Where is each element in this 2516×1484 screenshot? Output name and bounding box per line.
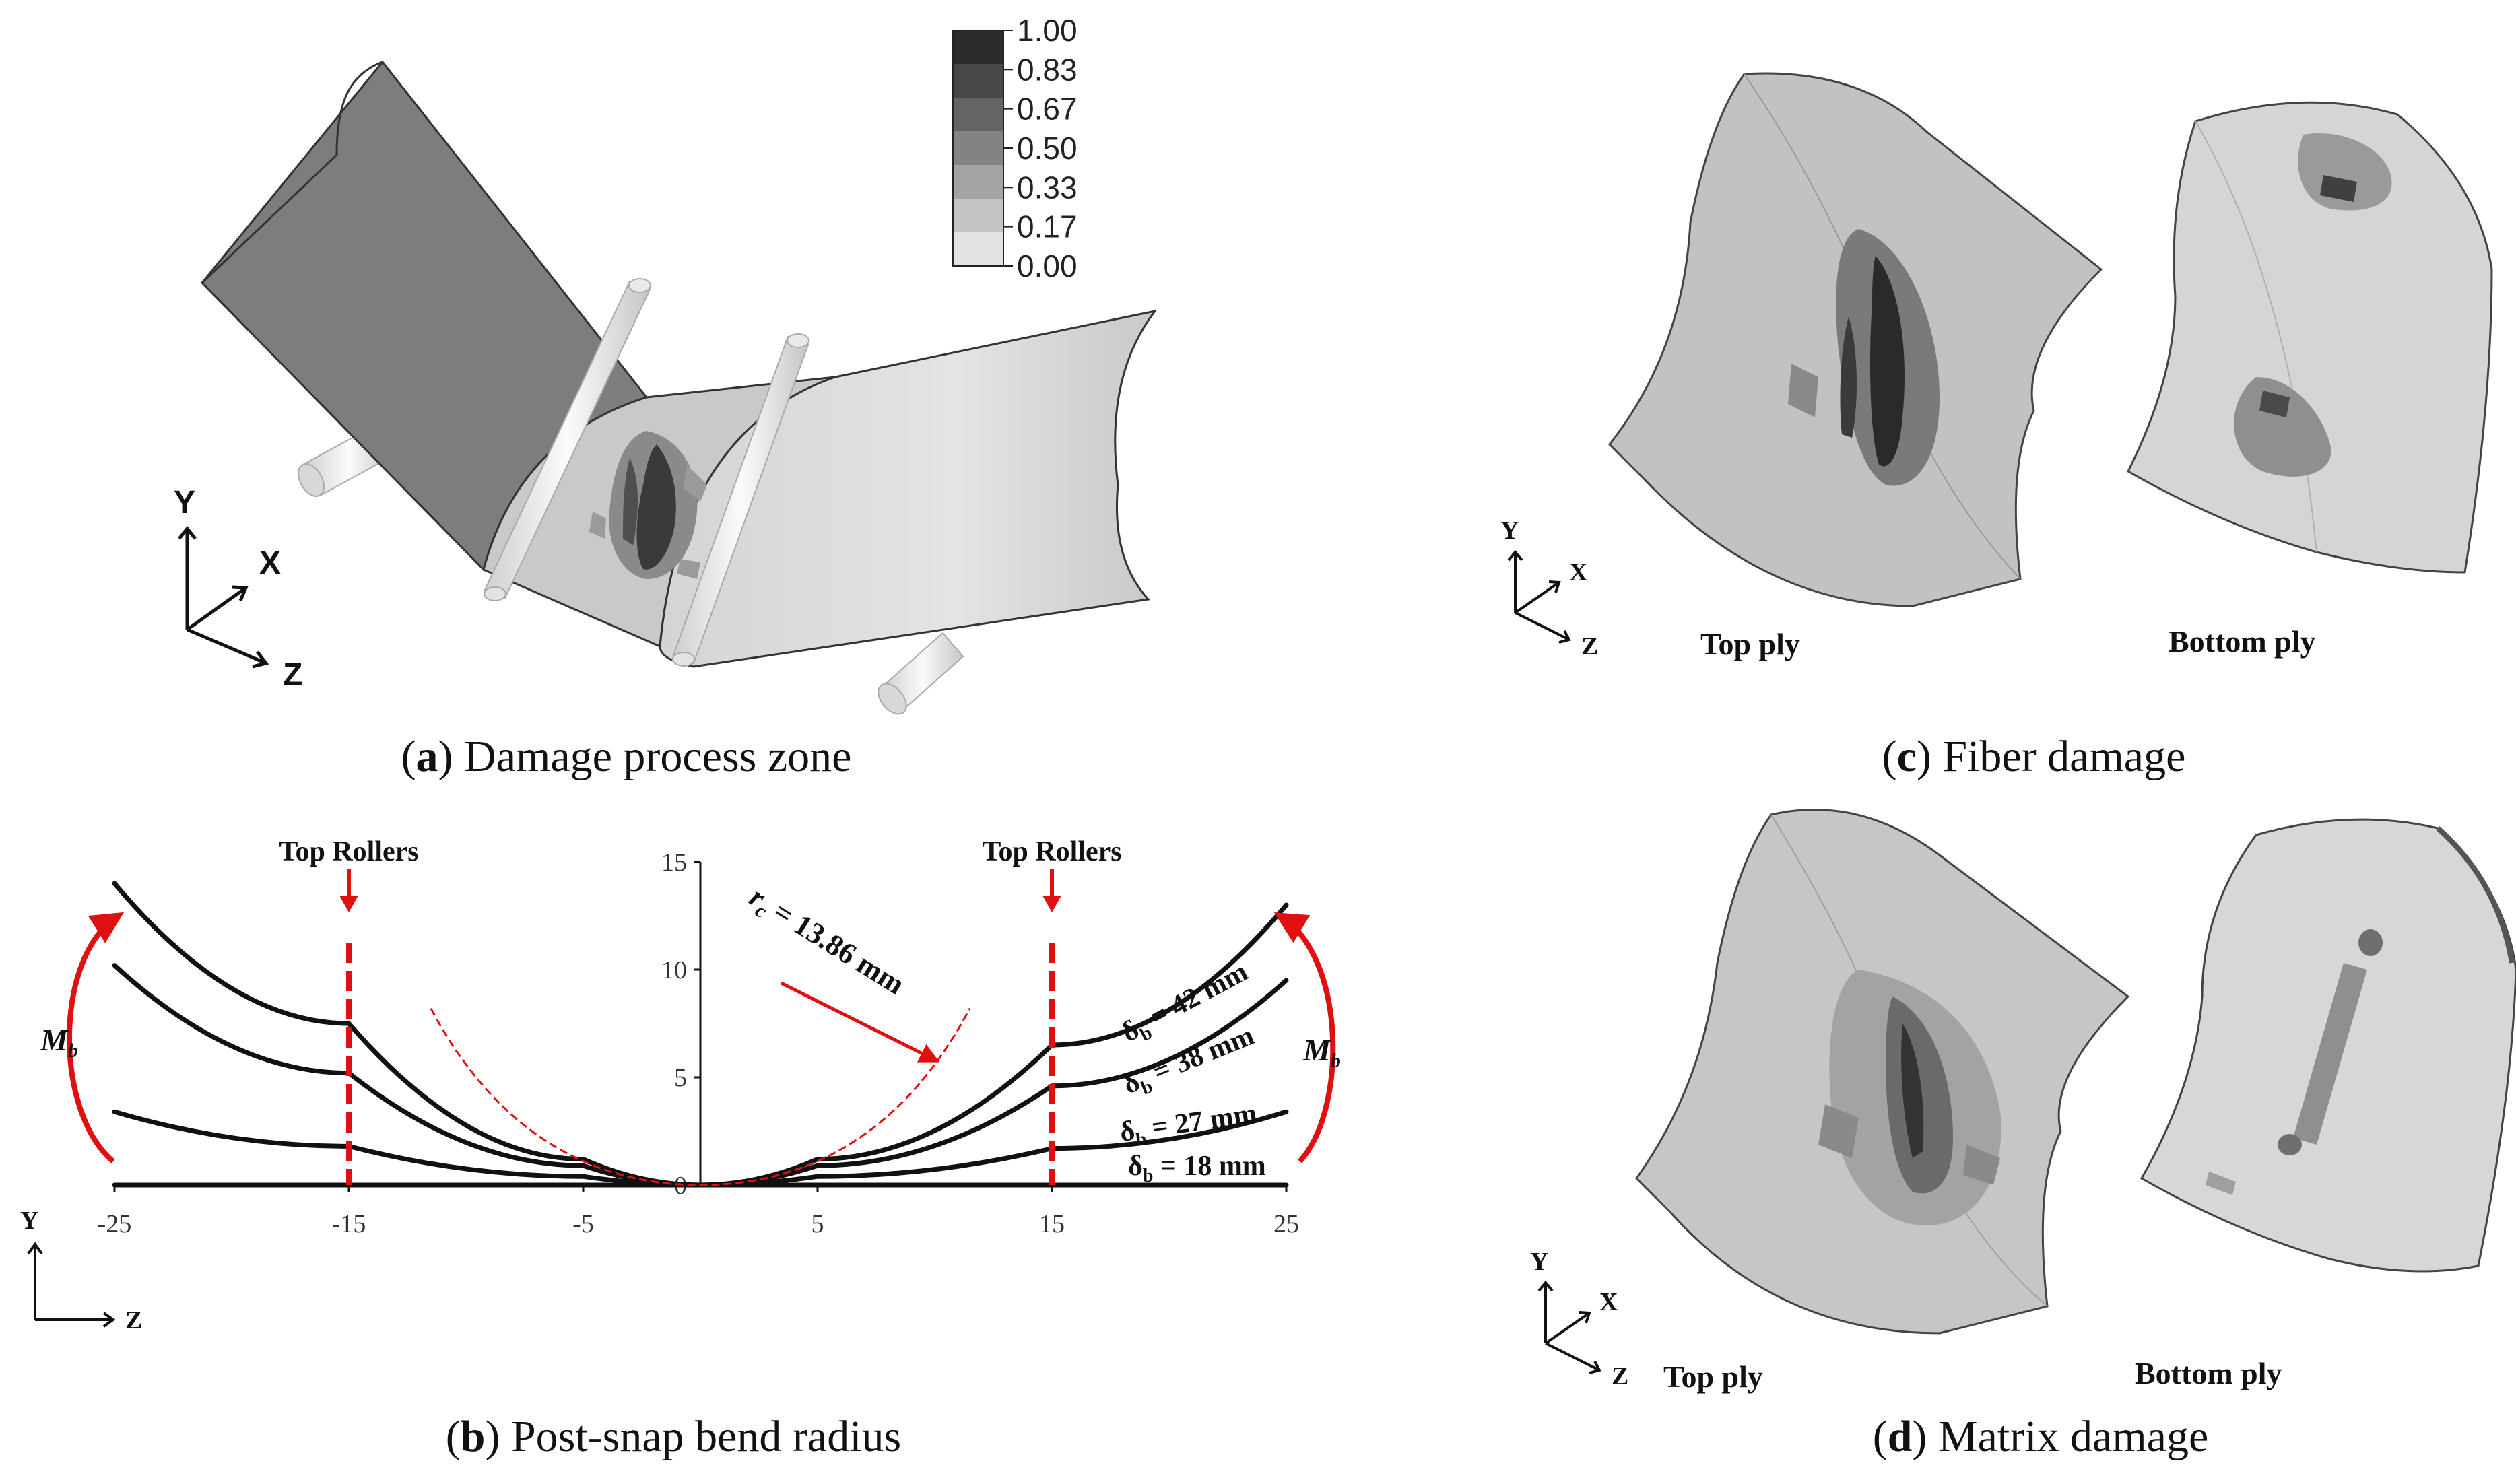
label-top-ply: Top ply	[1663, 1359, 1763, 1394]
axis-label-y: Y	[174, 485, 195, 520]
top-roller-right	[672, 333, 809, 667]
legend-label: 0.83	[1017, 52, 1078, 87]
axis-label-z: Z	[1581, 632, 1598, 661]
radius-annotation: rc = 13.86 mm	[741, 880, 911, 1005]
top-ply-damage	[1818, 970, 2001, 1225]
top-roller-left	[484, 278, 651, 601]
moment-label-left: Mb	[40, 1023, 78, 1062]
legend-label: 0.67	[1017, 92, 1078, 127]
caption-b: (b) Post-snap bend radius	[446, 1412, 901, 1461]
legend-label: 0.33	[1017, 170, 1078, 205]
matrix-damage-figure: Y X Z Top ply Bottom ply (d) Matrix dama…	[1530, 809, 2516, 1461]
moment-arrow-left	[67, 912, 125, 1164]
damage-zone-figure: 1.00 0.83 0.67 0.50 0.33 0.17 0.00 Y X Z (a) D…	[174, 13, 1158, 781]
axis-label-x: X	[259, 545, 281, 581]
x-tick-label: 25	[1273, 1210, 1299, 1238]
label-bottom-ply: Bottom ply	[2135, 1356, 2282, 1390]
legend-swatch	[953, 165, 1003, 199]
axis-triad-a	[178, 525, 269, 669]
axis-triad-b	[27, 1242, 116, 1328]
axis-label-y: Y	[1500, 516, 1519, 545]
legend-label: 0.50	[1017, 131, 1078, 166]
radius-arc	[430, 1007, 971, 1186]
panel-matrix-damage: Y X Z Top ply Bottom ply (d) Matrix dama…	[1428, 795, 2516, 1484]
damage-pattern	[589, 431, 707, 579]
axis-label-y: Y	[1530, 1248, 1548, 1276]
top-rollers-label: Top Rollers	[279, 836, 418, 867]
x-tick-label: -15	[332, 1210, 366, 1238]
legend-swatch	[953, 232, 1003, 266]
caption-a: (a) Damage process zone	[401, 732, 852, 781]
fiber-damage-figure: Y X Z Top ply Bottom ply (c) Fiber damag…	[1500, 72, 2493, 781]
damage-legend: 1.00 0.83 0.67 0.50 0.33 0.17 0.00	[952, 13, 1078, 283]
x-tick-label: 5	[812, 1210, 824, 1238]
top-ply-damage	[1788, 229, 1940, 486]
label-bottom-ply: Bottom ply	[2169, 624, 2316, 659]
axis-label-y: Y	[20, 1207, 38, 1235]
y-tick-label: 5	[674, 1064, 687, 1092]
label-top-ply: Top ply	[1700, 627, 1800, 661]
specimen-right-flange	[659, 309, 1158, 668]
axis-triad-d	[1537, 1280, 1601, 1374]
legend-swatch	[953, 199, 1003, 232]
series-label: δb = 27 mm	[1118, 1098, 1259, 1153]
y-tick-label: 10	[661, 956, 687, 984]
legend-label: 0.17	[1017, 209, 1078, 244]
legend-swatch	[953, 131, 1003, 165]
top-rollers-label: Top Rollers	[982, 836, 1121, 867]
axis-label-z: Z	[1612, 1362, 1628, 1390]
y-tick-label: 15	[661, 848, 687, 877]
x-tick-label: -25	[98, 1210, 132, 1238]
svg-text:rc = 13.86 mm: rc = 13.86 mm	[741, 880, 911, 1005]
panel-fiber-damage: Y X Z Top ply Bottom ply (c) Fiber damag…	[1428, 0, 2516, 795]
legend-swatch	[953, 64, 1003, 98]
x-tick-label: -5	[572, 1210, 594, 1238]
bottom-ply-damage	[2234, 133, 2392, 477]
axis-label-x: X	[1569, 558, 1587, 586]
legend-swatch	[953, 98, 1003, 131]
axis-triad-c	[1507, 549, 1571, 644]
moment-label-right: Mb	[1302, 1033, 1341, 1072]
radius-arrow	[780, 981, 940, 1063]
x-tick-label: 15	[1039, 1210, 1065, 1238]
legend-label: 1.00	[1017, 13, 1078, 48]
bottom-roller-right	[878, 632, 964, 715]
caption-d: (d) Matrix damage	[1873, 1412, 2209, 1461]
series-label: δb = 18 mm	[1128, 1151, 1266, 1186]
legend-label: 0.00	[1017, 248, 1078, 283]
panel-damage-process-zone: 1.00 0.83 0.67 0.50 0.33 0.17 0.00 Y X Z (a) D…	[0, 0, 1266, 795]
axis-label-z: Z	[125, 1306, 142, 1335]
legend-swatch	[953, 30, 1003, 64]
caption-c: (c) Fiber damage	[1882, 732, 2186, 781]
bottom-ply-damage	[2206, 929, 2383, 1195]
moment-arrow-right	[1273, 912, 1336, 1163]
axis-label-x: X	[1599, 1288, 1618, 1316]
axis-label-z: Z	[283, 657, 302, 693]
bottom-ply-shell	[2127, 101, 2493, 574]
